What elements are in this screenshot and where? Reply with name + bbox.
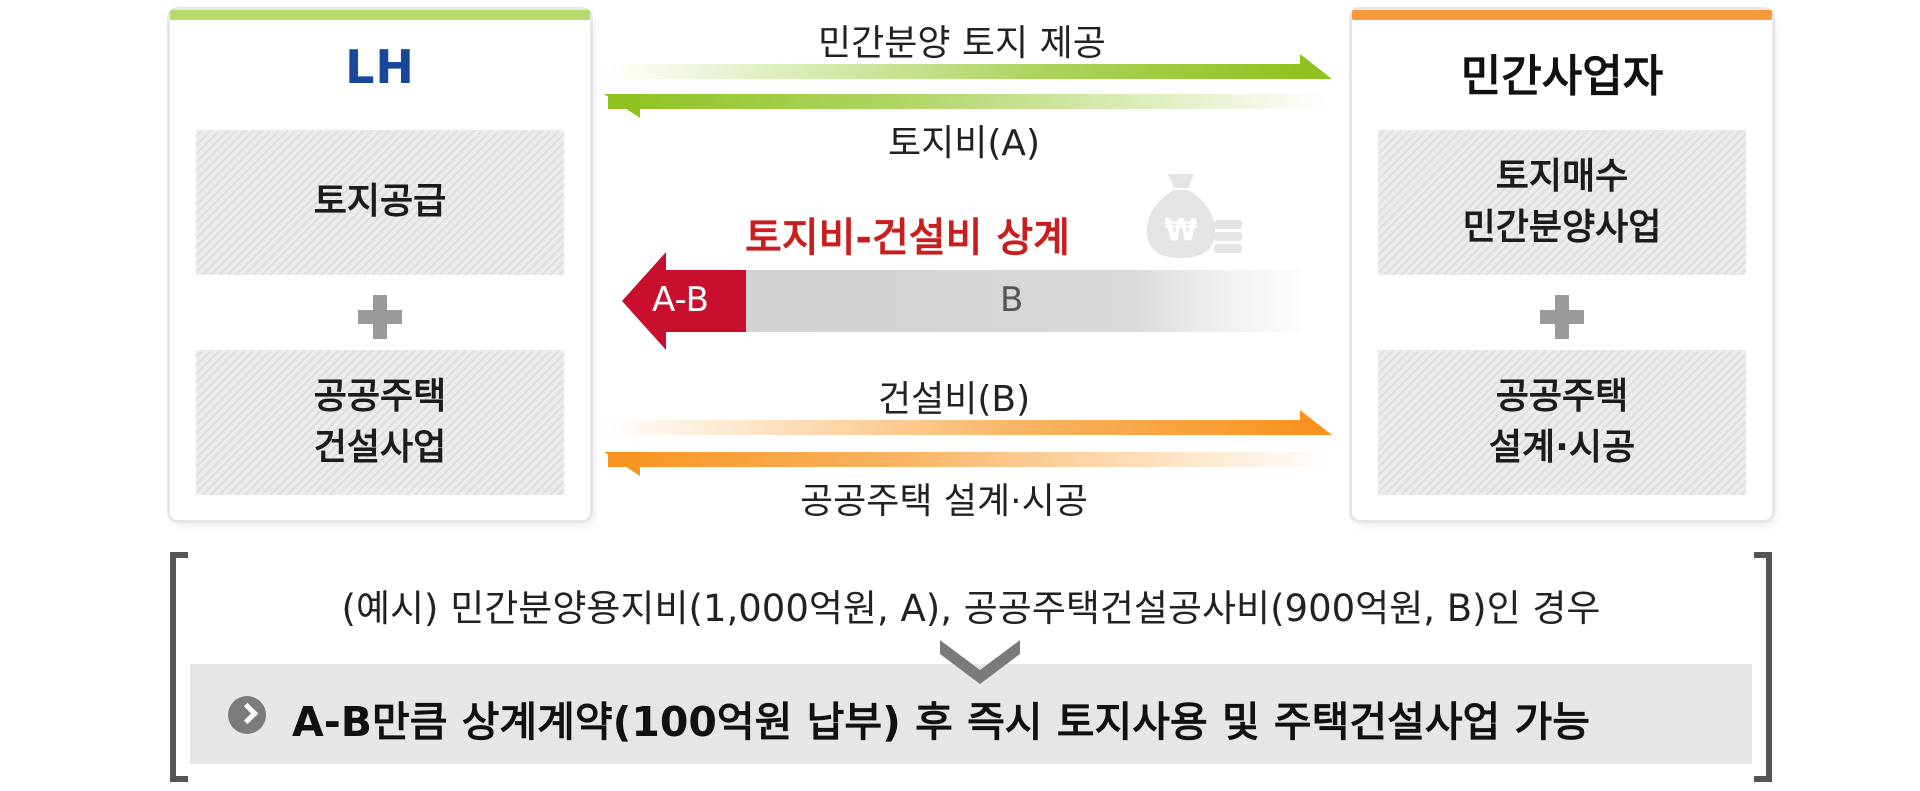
b-label: B xyxy=(1000,280,1024,320)
chevron-right-circle-icon xyxy=(228,696,266,734)
design-construction-box: 공공주택 설계·시공 xyxy=(1378,350,1746,495)
land-purchase-label-1: 토지매수 xyxy=(1495,156,1629,198)
public-housing-label-2: 건설사업 xyxy=(313,426,447,468)
example-text: (예시) 민간분양용지비(1,000억원, A), 공공주택건설공사비(900억… xyxy=(341,587,1601,630)
land-supply-label: 토지공급 xyxy=(313,181,447,223)
developer-accent-bar xyxy=(1352,10,1772,20)
right-bracket xyxy=(1754,552,1772,782)
lh-accent-bar xyxy=(170,10,590,20)
chevron-down-icon xyxy=(940,640,1020,684)
offset-arrow xyxy=(622,252,1300,350)
left-bracket xyxy=(170,552,188,782)
land-cost-label: 토지비(A) xyxy=(888,123,1041,164)
example-frame: (예시) 민간분양용지비(1,000억원, A), 공공주택건설공사비(900억… xyxy=(170,552,1772,782)
plus-icon xyxy=(1535,295,1589,339)
land-provide-label: 민간분양 토지 제공 xyxy=(818,23,1106,64)
public-housing-box: 공공주택 건설사업 xyxy=(196,350,564,495)
public-housing-label-1: 공공주택 xyxy=(313,376,447,418)
public-design-label: 공공주택 설계·시공 xyxy=(800,481,1088,522)
design-construction-label-1: 공공주택 xyxy=(1495,376,1629,418)
plus-icon xyxy=(353,295,407,339)
land-supply-box: 토지공급 xyxy=(196,130,564,275)
lh-panel: LH 토지공급 공공주택 건설사업 xyxy=(170,10,590,520)
offset-title: 토지비-건설비 상계 xyxy=(745,215,1070,261)
result-text: A-B만큼 상계계약(100억원 납부) 후 즉시 토지사용 및 주택건설사업 … xyxy=(292,698,1590,746)
land-purchase-label-2: 민간분양사업 xyxy=(1462,206,1662,248)
svg-text:₩: ₩ xyxy=(1164,213,1197,248)
lh-logo: LH xyxy=(345,40,415,94)
land-purchase-box: 토지매수 민간분양사업 xyxy=(1378,130,1746,275)
construction-cost-label: 건설비(B) xyxy=(878,379,1031,420)
a-minus-b-label: A-B xyxy=(652,280,709,320)
developer-panel: 민간사업자 토지매수 민간분양사업 공공주택 설계·시공 xyxy=(1352,10,1772,520)
developer-title: 민간사업자 xyxy=(1460,51,1664,102)
result-box: A-B만큼 상계계약(100억원 납부) 후 즉시 토지사용 및 주택건설사업 … xyxy=(190,664,1752,764)
money-bag-icon: ₩ xyxy=(1147,174,1242,258)
design-construction-label-2: 설계·시공 xyxy=(1488,426,1636,468)
